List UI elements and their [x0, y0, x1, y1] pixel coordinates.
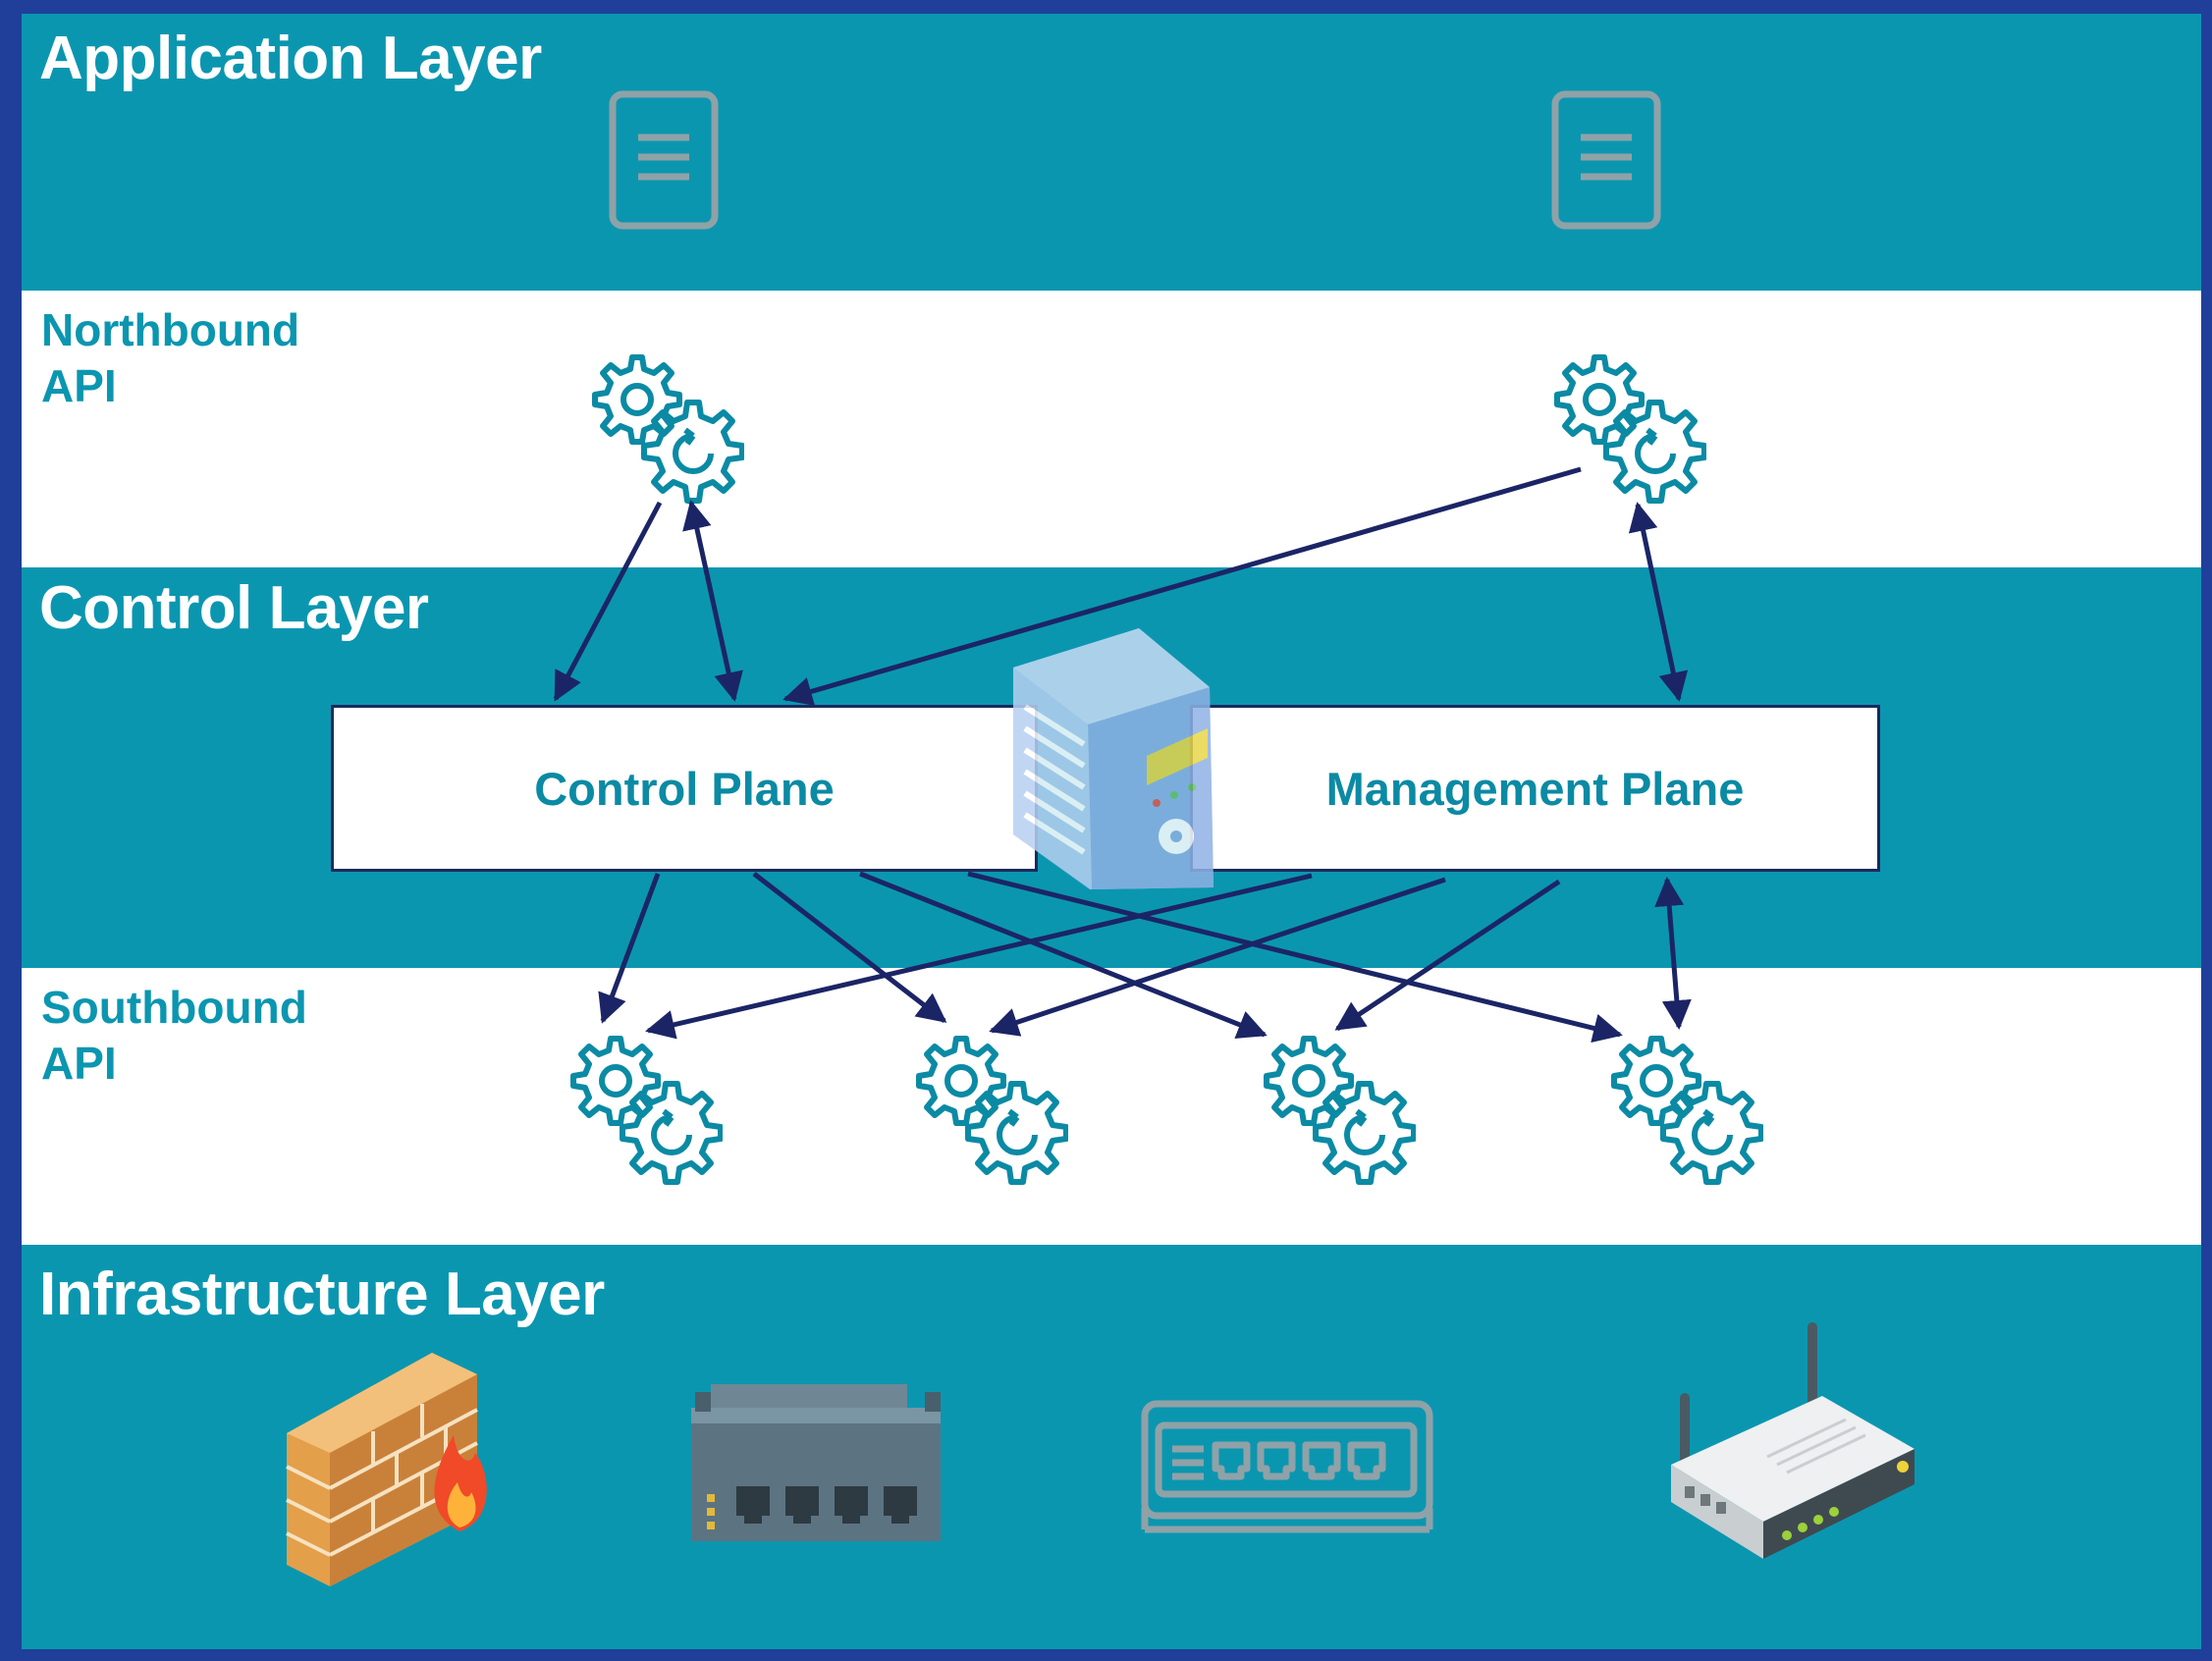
- management-plane-box: Management Plane: [1190, 705, 1880, 872]
- control-layer-title: Control Layer: [39, 574, 429, 642]
- application-layer-band: [22, 14, 2201, 291]
- document-icon: [609, 90, 719, 230]
- server-icon: [1013, 628, 1214, 889]
- management-plane-label: Management Plane: [1325, 762, 1745, 815]
- control-plane-label: Control Plane: [534, 762, 835, 815]
- gears-icon: [573, 1039, 721, 1182]
- arrow-management-to-device: [1334, 879, 1561, 1032]
- arrow-bidirectional: [682, 500, 743, 702]
- arrow-app-to-control: [553, 501, 663, 702]
- gears-icon: [1557, 357, 1704, 501]
- gears-icon: [1267, 1039, 1414, 1182]
- control-plane-box: Control Plane: [331, 705, 1038, 872]
- application-layer-title: Application Layer: [39, 25, 542, 92]
- arrow-control-to-device: [598, 873, 661, 1024]
- arrow-app2-to-control: [782, 466, 1582, 706]
- southbound-api-label: Southbound API: [41, 980, 434, 1092]
- wireless-router-icon: [1671, 1322, 1915, 1559]
- gears-icon: [595, 357, 742, 501]
- southbound-connections: [598, 871, 1692, 1044]
- firewall-icon: [286, 1353, 487, 1586]
- infrastructure-layer-title: Infrastructure Layer: [39, 1260, 605, 1328]
- patch-panel-icon: [1141, 1400, 1433, 1533]
- northbound-label-line2: API: [41, 360, 117, 411]
- switch-icon: [691, 1384, 941, 1541]
- southbound-api-band: [22, 968, 2201, 1245]
- northbound-connections: [553, 466, 1689, 706]
- southbound-label-line1: Southbound: [41, 982, 307, 1033]
- gears-icon: [919, 1039, 1066, 1182]
- document-icon: [1551, 90, 1661, 230]
- arrow-control-to-device: [752, 872, 947, 1023]
- arrow-bidirectional: [1654, 877, 1692, 1030]
- arrow-management-to-device: [989, 877, 1446, 1037]
- northbound-api-label: Northbound API: [41, 302, 434, 414]
- arrow-control-to-device: [859, 871, 1268, 1039]
- arrow-management-to-device: [645, 873, 1313, 1040]
- northbound-label-line1: Northbound: [41, 304, 300, 355]
- northbound-api-band: [22, 291, 2201, 567]
- gears-icon: [1614, 1039, 1761, 1182]
- arrow-control-to-device: [967, 871, 1623, 1044]
- southbound-label-line2: API: [41, 1038, 117, 1089]
- arrow-bidirectional: [1628, 502, 1689, 702]
